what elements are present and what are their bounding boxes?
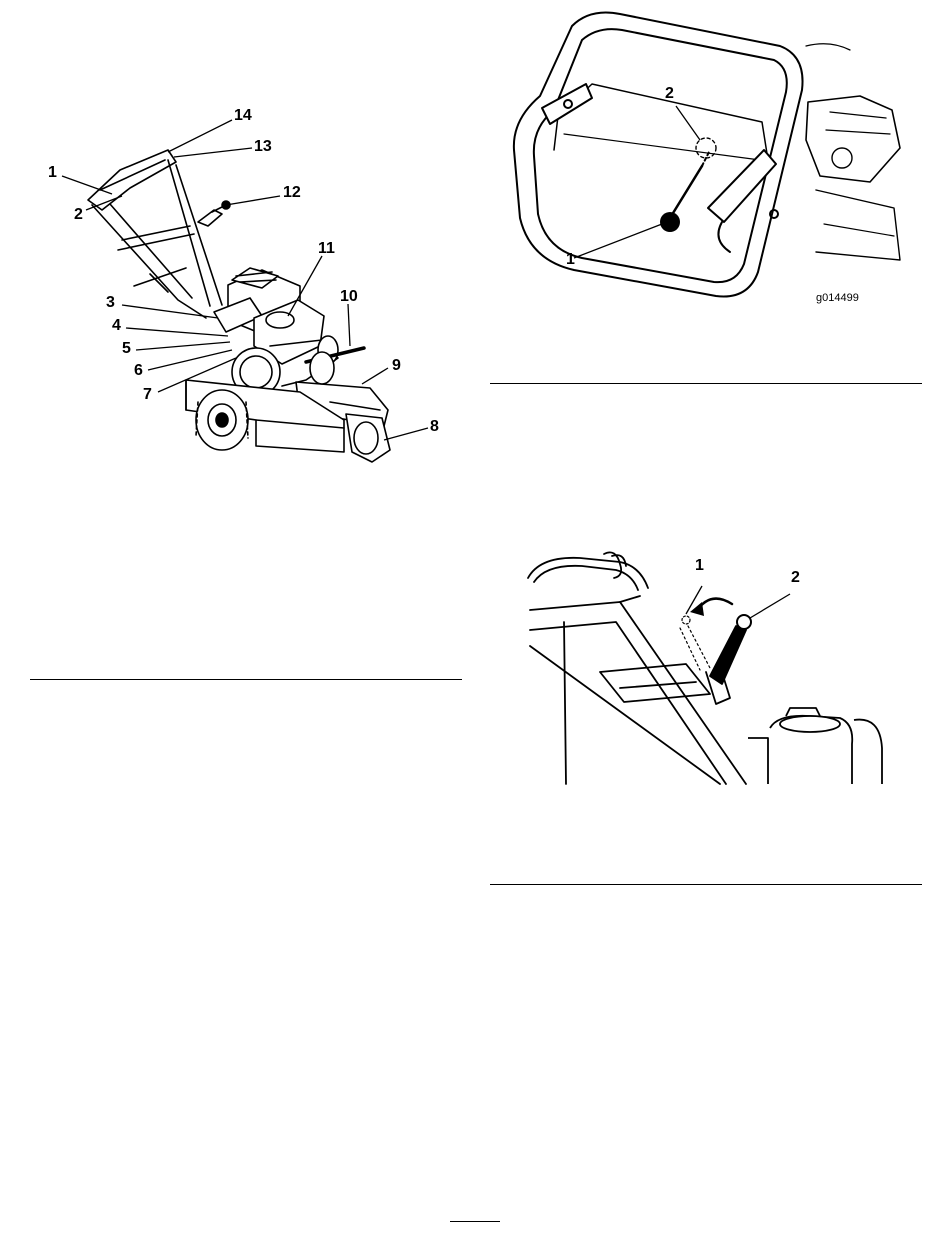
callout-12: 12 <box>283 185 301 201</box>
callout-4: 4 <box>112 318 121 334</box>
machine-illustration <box>0 0 470 480</box>
callout-11: 11 <box>318 241 335 257</box>
lever-illustration <box>520 548 890 788</box>
lever-callout-2: 2 <box>791 570 800 586</box>
callout-1: 1 <box>48 165 57 181</box>
callout-3: 3 <box>106 295 115 311</box>
callout-14: 14 <box>234 108 252 124</box>
handle-callout-1: 1 <box>566 252 575 268</box>
divider-right-top <box>490 383 922 384</box>
callout-8: 8 <box>430 419 439 435</box>
callout-9: 9 <box>392 358 401 374</box>
callout-5: 5 <box>122 341 131 357</box>
divider-left <box>30 679 462 680</box>
callout-10: 10 <box>340 289 358 305</box>
callout-7: 7 <box>143 387 152 403</box>
figure-lever-detail: 1 2 <box>520 548 890 788</box>
handle-illustration <box>490 0 930 320</box>
divider-right-bottom <box>490 884 922 885</box>
callout-6: 6 <box>134 363 143 379</box>
figure-machine-overview: 1 2 3 4 5 6 7 8 9 10 11 12 13 14 <box>0 0 470 480</box>
figure-id: g014499 <box>816 292 859 304</box>
callout-13: 13 <box>254 139 272 155</box>
page-number-rule <box>450 1221 500 1222</box>
handle-callout-2: 2 <box>665 86 674 102</box>
callout-2: 2 <box>74 207 83 223</box>
figure-handle-detail: 1 2 g014499 <box>490 0 930 320</box>
lever-callout-1: 1 <box>695 558 704 574</box>
